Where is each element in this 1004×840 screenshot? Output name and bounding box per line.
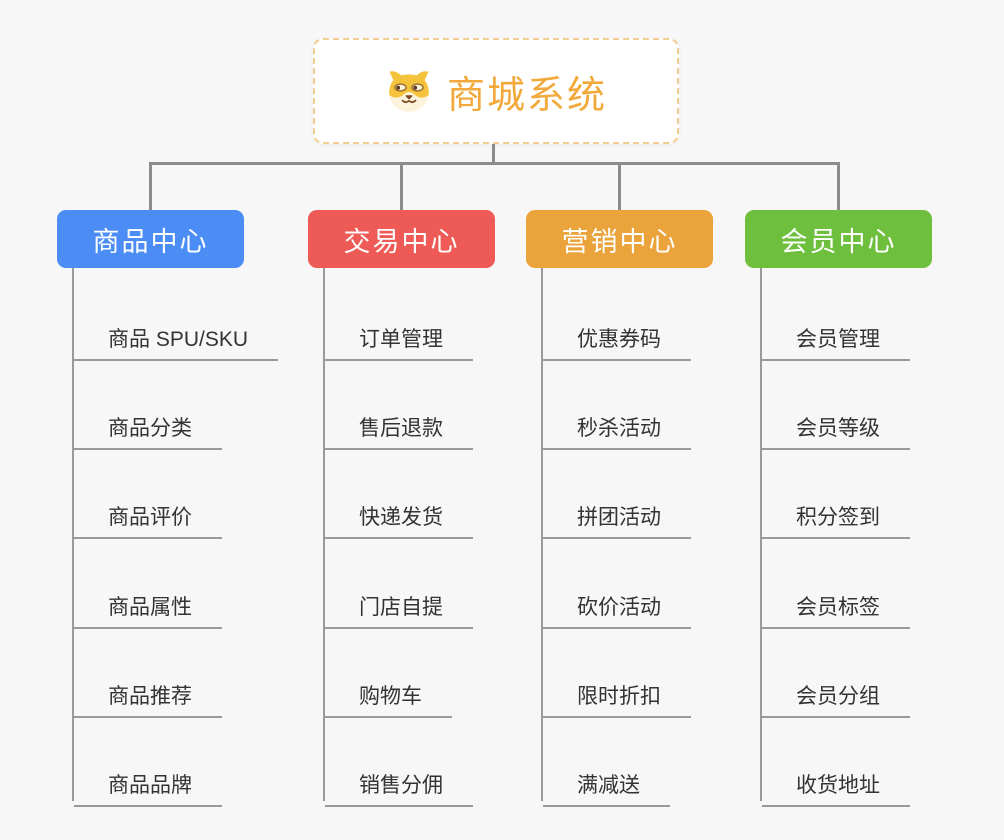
subtopic-member-tag[interactable]: 会员标签 bbox=[762, 583, 910, 629]
subtopic-order-management[interactable]: 订单管理 bbox=[325, 315, 473, 361]
subtopic-points-checkin[interactable]: 积分签到 bbox=[762, 493, 910, 539]
subtopic-member-management[interactable]: 会员管理 bbox=[762, 315, 910, 361]
subtopic-aftersale-refund[interactable]: 售后退款 bbox=[325, 404, 473, 450]
connector-drop-1 bbox=[149, 165, 152, 211]
branch-node-member-center[interactable]: 会员中心 bbox=[745, 210, 932, 268]
subtopic-product-spu-sku[interactable]: 商品 SPU/SKU bbox=[74, 315, 279, 361]
subtopic-member-group[interactable]: 会员分组 bbox=[762, 672, 910, 718]
subtopic-express-delivery[interactable]: 快递发货 bbox=[325, 493, 473, 539]
subtopic-bargain-activity[interactable]: 砍价活动 bbox=[543, 583, 691, 629]
root-title: 商城系统 bbox=[446, 74, 607, 117]
subtopic-coupon-code[interactable]: 优惠券码 bbox=[543, 315, 691, 361]
subtopic-product-category[interactable]: 商品分类 bbox=[74, 404, 222, 450]
subtopic-product-review[interactable]: 商品评价 bbox=[74, 493, 222, 539]
connector-drop-2 bbox=[400, 165, 403, 211]
branch-node-product-center[interactable]: 商品中心 bbox=[57, 210, 244, 268]
root-node-mall-system[interactable]: 商城系统 bbox=[313, 38, 679, 144]
subtopic-limited-time-discount[interactable]: 限时折扣 bbox=[543, 672, 691, 718]
connector-drop-4 bbox=[837, 165, 840, 211]
branch-children-trade: 订单管理 售后退款 快递发货 门店自提 购物车 销售分佣 bbox=[323, 268, 565, 807]
dog-face-icon bbox=[385, 69, 433, 113]
branch-children-product: 商品 SPU/SKU 商品分类 商品评价 商品属性 商品推荐 商品品牌 bbox=[72, 268, 314, 807]
subtopic-member-level[interactable]: 会员等级 bbox=[762, 404, 910, 450]
subtopic-product-attribute[interactable]: 商品属性 bbox=[74, 583, 222, 629]
connector-drop-3 bbox=[618, 165, 621, 211]
subtopic-flash-sale[interactable]: 秒杀活动 bbox=[543, 404, 691, 450]
subtopic-sales-commission[interactable]: 销售分佣 bbox=[325, 761, 473, 807]
connector-bus-line bbox=[149, 162, 840, 165]
subtopic-group-buying[interactable]: 拼团活动 bbox=[543, 493, 691, 539]
branch-children-marketing: 优惠券码 秒杀活动 拼团活动 砍价活动 限时折扣 满减送 bbox=[541, 268, 783, 807]
connector-root-drop bbox=[492, 144, 495, 165]
subtopic-product-brand[interactable]: 商品品牌 bbox=[74, 761, 222, 807]
subtopic-spend-and-save[interactable]: 满减送 bbox=[543, 761, 670, 807]
subtopic-product-recommend[interactable]: 商品推荐 bbox=[74, 672, 222, 718]
subtopic-store-pickup[interactable]: 门店自提 bbox=[325, 583, 473, 629]
subtopic-shipping-address[interactable]: 收货地址 bbox=[762, 761, 910, 807]
subtopic-shopping-cart[interactable]: 购物车 bbox=[325, 672, 452, 718]
branch-children-member: 会员管理 会员等级 积分签到 会员标签 会员分组 收货地址 bbox=[760, 268, 1002, 807]
branch-node-trade-center[interactable]: 交易中心 bbox=[308, 210, 495, 268]
branch-node-marketing-center[interactable]: 营销中心 bbox=[526, 210, 713, 268]
